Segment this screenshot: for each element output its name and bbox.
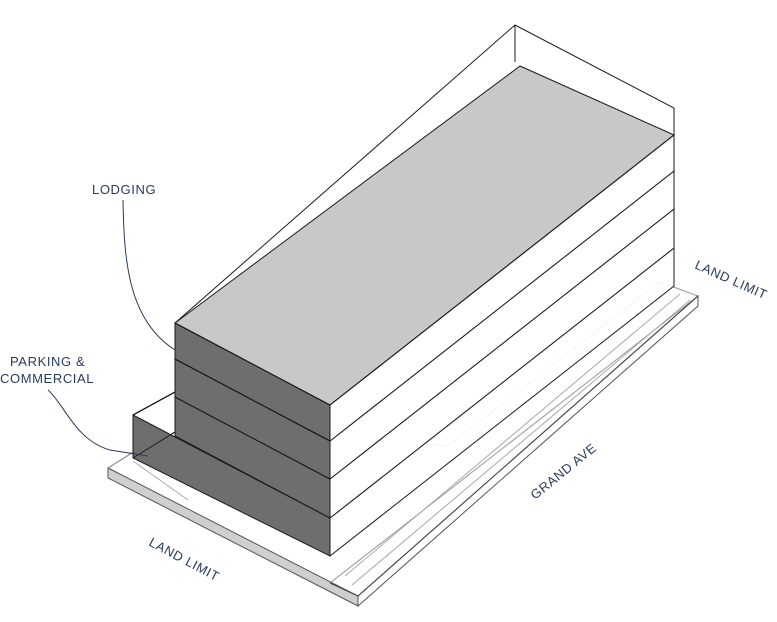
envelope-left-front: [132, 391, 176, 416]
envelope-roof-front-edge: [329, 134, 675, 406]
building-envelope: [132, 24, 675, 556]
street-label: GRAND AVE: [527, 440, 599, 502]
site-base-edge: [329, 295, 699, 597]
floor-lodging-3: [174, 65, 675, 443]
parking-leader-line: [47, 389, 149, 457]
sidewalk-line-2: [351, 299, 691, 586]
site-inner-edge: [132, 460, 189, 501]
land-limit-left-label: LAND LIMIT: [147, 534, 222, 584]
parking-label-line1: PARKING &: [10, 354, 85, 369]
sidewalk-line: [344, 293, 681, 577]
envelope-top-edge: [174, 24, 675, 324]
land-limit-right-label: LAND LIMIT: [693, 257, 770, 302]
lodging-leader-line: [122, 199, 176, 351]
parking-label-line2: COMMERCIAL: [0, 371, 94, 386]
lodging-label: LODGING: [92, 182, 156, 197]
